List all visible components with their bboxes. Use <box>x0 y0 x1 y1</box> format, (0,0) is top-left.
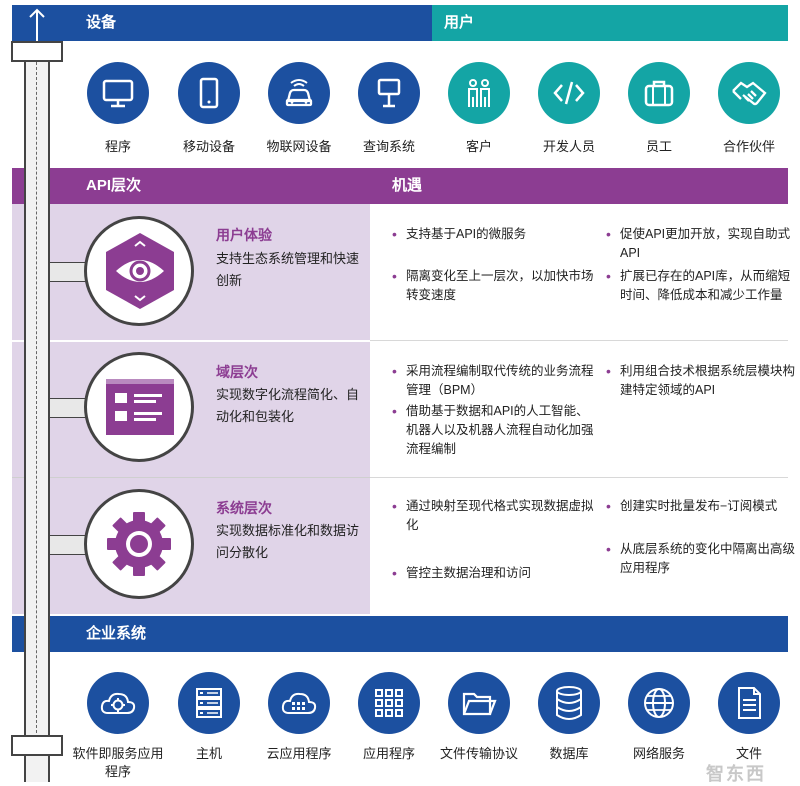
users-label: 用户 <box>444 14 475 31</box>
system-label-files: 文件 <box>735 746 762 761</box>
row-divider <box>12 340 788 342</box>
level-desc-ux: 支持生态系统管理和快速创新 <box>216 251 360 288</box>
server-icon <box>178 672 240 734</box>
vertical-pipe <box>24 62 50 738</box>
opportunity-bullet: 管控主数据治理和访问 <box>392 564 598 583</box>
monitor-icon <box>87 62 149 124</box>
level-desc-system: 实现数据标准化和数据访问分散化 <box>216 523 360 560</box>
arrow-up-icon <box>29 8 45 41</box>
system-label-ftp: 文件传输协议 <box>439 746 518 761</box>
system-label-database: 数据库 <box>549 746 589 761</box>
enterprise-label: 企业系统 <box>86 625 147 642</box>
system-label-web-services: 网络服务 <box>632 746 685 761</box>
api-layer-header: API层次 <box>12 168 370 204</box>
app-grid-icon <box>358 672 420 734</box>
device-label-kiosk: 查询系统 <box>362 139 415 154</box>
user-label-customers: 客户 <box>465 139 492 154</box>
eye-hexagon-icon <box>106 233 174 309</box>
system-label-cloud-apps: 云应用程序 <box>266 746 332 761</box>
mobile-icon <box>178 62 240 124</box>
device-label-program: 程序 <box>104 139 131 154</box>
api-layer-label: API层次 <box>86 177 142 194</box>
code-icon <box>538 62 600 124</box>
device-label-mobile: 移动设备 <box>182 139 235 154</box>
device-label-iot: 物联网设备 <box>266 139 332 154</box>
watermark: 智东西 <box>706 764 766 784</box>
pipe-stub-bottom <box>24 756 50 782</box>
pipe-cap-top <box>11 41 63 62</box>
user-label-developers: 开发人员 <box>542 139 595 154</box>
system-label-mainframe: 主机 <box>195 746 222 761</box>
opportunity-header: 机遇 <box>370 168 788 204</box>
system-label-applications: 应用程序 <box>362 746 415 761</box>
row-divider <box>370 340 788 341</box>
opportunity-bullet: 利用组合技术根据系统层模块构建特定领域的API <box>606 362 798 400</box>
level-title-ux: 用户体验 <box>216 227 272 243</box>
user-label-employees: 员工 <box>645 139 672 154</box>
dashboard-window-icon <box>106 379 174 435</box>
document-icon <box>718 672 780 734</box>
row-divider <box>370 477 788 478</box>
vertical-pipe-line <box>36 62 38 738</box>
devices-bar: 设备 <box>12 5 432 41</box>
cloud-apps-icon <box>268 672 330 734</box>
connected-car-icon <box>268 62 330 124</box>
connector-pipe <box>50 535 90 555</box>
user-label-partners: 合作伙伴 <box>722 139 775 154</box>
handshake-icon <box>718 62 780 124</box>
enterprise-bar: 企业系统 <box>12 616 788 652</box>
opportunity-bullet: 隔离变化至上一层次，以加快市场转变速度 <box>392 267 598 305</box>
opportunity-bullet: 从底层系统的变化中隔离出高级应用程序 <box>606 540 798 578</box>
system-label-saas: 软件即服务应用程序 <box>72 746 164 779</box>
level-desc-domain: 实现数字化流程简化、自动化和包装化 <box>216 387 360 424</box>
opportunity-bullet: 扩展已存在的API库，从而缩短时间、降低成本和减少工作量 <box>606 267 798 305</box>
opportunity-bullet: 促使API更加开放，实现自助式API <box>606 225 798 263</box>
devices-label: 设备 <box>86 14 117 31</box>
level-title-system: 系统层次 <box>216 500 272 516</box>
connector-pipe <box>50 262 90 282</box>
users-bar: 用户 <box>432 5 788 41</box>
opportunity-bullet: 借助基于数据和API的人工智能、机器人以及机器人流程自动化加强流程编制 <box>392 402 598 459</box>
connector-pipe <box>50 398 90 418</box>
pipe-cap-bottom <box>11 735 63 756</box>
briefcase-icon <box>628 62 690 124</box>
customers-icon <box>448 62 510 124</box>
opportunity-bullet: 采用流程编制取代传统的业务流程管理（BPM） <box>392 362 598 400</box>
opportunity-bullet: 通过映射至现代格式实现数据虚拟化 <box>392 497 598 535</box>
opportunity-bullet: 创建实时批量发布−订阅模式 <box>606 497 798 516</box>
kiosk-icon <box>358 62 420 124</box>
opportunity-label: 机遇 <box>392 177 423 194</box>
globe-icon <box>628 672 690 734</box>
folder-icon <box>448 672 510 734</box>
gear-icon <box>107 512 171 576</box>
level-title-domain: 域层次 <box>216 364 258 380</box>
database-icon <box>538 672 600 734</box>
saas-cloud-gear-icon <box>87 672 149 734</box>
opportunity-bullet: 支持基于API的微服务 <box>392 225 596 244</box>
